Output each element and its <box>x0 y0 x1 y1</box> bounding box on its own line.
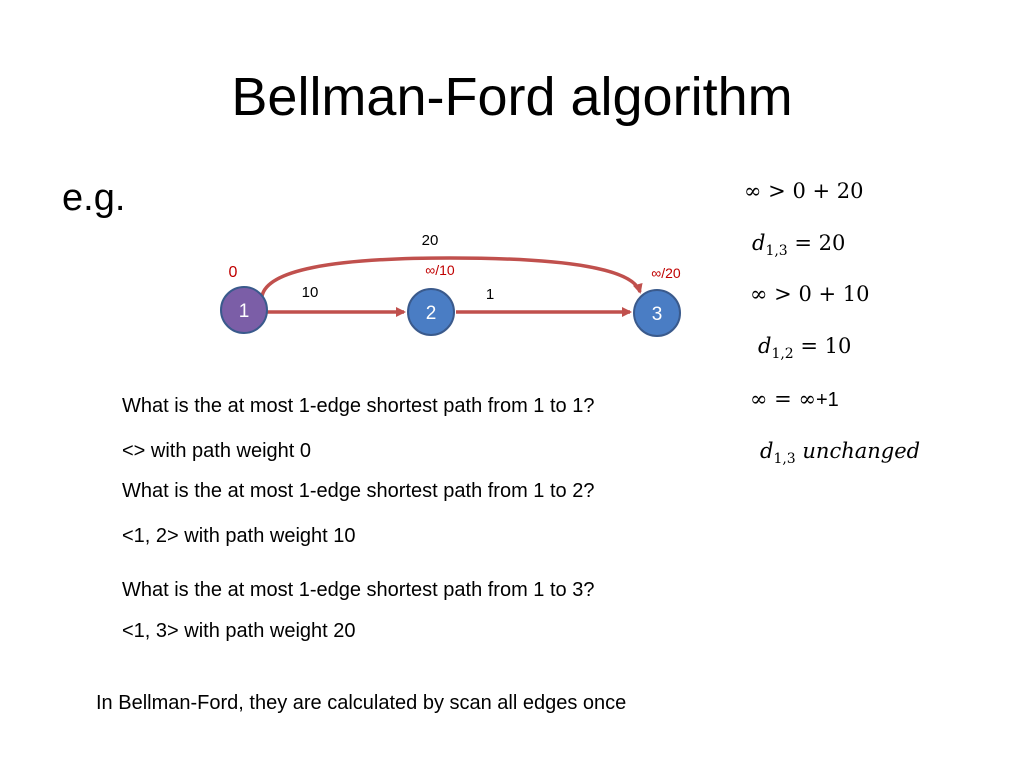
edge-weight-1-3: 20 <box>422 232 439 249</box>
question-3: What is the at most 1-edge shortest path… <box>122 579 595 601</box>
math-line-5-b: +1 <box>815 389 839 411</box>
math-line-4: d1,2 = 10 <box>758 332 852 362</box>
distance-label-3: ∞/20 <box>651 265 681 281</box>
footer-note: In Bellman-Ford, they are calculated by … <box>96 692 627 714</box>
math-line-2-rest: = 20 <box>787 231 846 255</box>
node-2 <box>407 288 455 336</box>
math-line-2: d1,3 = 20 <box>752 229 846 259</box>
math-line-5-a: ∞ = ∞ <box>750 387 816 411</box>
math-line-2-var: d <box>752 231 766 255</box>
math-line-2-sub: 1,3 <box>765 243 788 259</box>
math-line-6-sub: 1,3 <box>773 451 796 467</box>
node-3 <box>633 289 681 337</box>
node-2-label: 2 <box>426 303 437 324</box>
node-1 <box>220 286 268 334</box>
math-line-4-rest: = 10 <box>793 334 852 358</box>
math-line-1: ∞ > 0 + 20 <box>744 179 864 203</box>
math-line-3: ∞ > 0 + 10 <box>750 282 870 306</box>
edge-weight-1-2: 10 <box>302 284 319 301</box>
node-3-label: 3 <box>652 304 663 325</box>
answer-3: <1, 3> with path weight 20 <box>122 620 356 642</box>
question-1: What is the at most 1-edge shortest path… <box>122 395 595 417</box>
slide-title: Bellman-Ford algorithm <box>231 67 793 127</box>
edge-weight-2-3: 1 <box>486 286 494 303</box>
edge-1-3 <box>260 256 643 297</box>
node-1-label: 1 <box>239 301 250 322</box>
math-line-5: ∞ = ∞+1 <box>750 385 839 414</box>
math-line-6-rest: unchanged <box>795 439 921 463</box>
example-label: e.g. <box>62 177 126 219</box>
math-line-6: d1,3 unchanged <box>760 437 921 467</box>
question-2: What is the at most 1-edge shortest path… <box>122 480 595 502</box>
answer-2: <1, 2> with path weight 10 <box>122 525 356 547</box>
math-line-4-sub: 1,2 <box>771 346 794 362</box>
answer-1: <> with path weight 0 <box>122 440 312 462</box>
math-line-4-var: d <box>758 334 772 358</box>
distance-label-1: 0 <box>229 264 238 281</box>
distance-label-2: ∞/10 <box>425 262 455 278</box>
math-line-6-var: d <box>760 439 774 463</box>
